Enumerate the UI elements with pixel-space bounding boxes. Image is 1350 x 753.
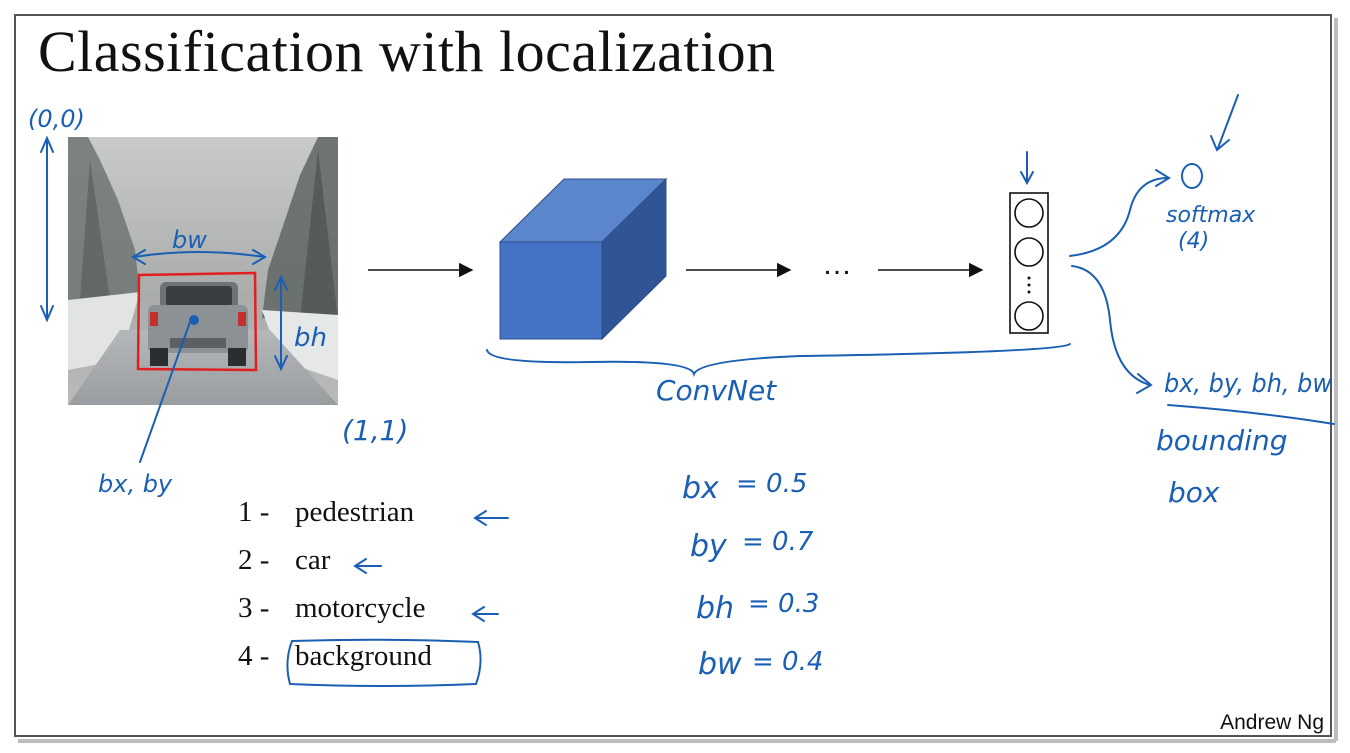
class-pointer-arrows [353,510,509,622]
softmax-count-label: (4) [1178,229,1209,254]
value-name-bh: bh [696,591,734,626]
class-number: 1 - [238,496,270,528]
class-item-background: 4 - background [238,640,538,680]
handwritten-network-annotations [286,94,1335,687]
class-label: car [295,544,331,576]
layers-ellipsis: … [822,248,853,281]
value-name-bw: bw [698,647,742,682]
softmax-label: softmax [1166,203,1256,228]
value-bw: = 0.4 [752,647,823,677]
center-point [189,315,199,325]
class-item-pedestrian: 1 - pedestrian [238,496,538,536]
value-by: = 0.7 [742,527,814,557]
bounding-label: bounding [1156,424,1287,457]
bounding-box-red [136,271,258,372]
value-bx: = 0.5 [736,469,807,499]
cube-front [499,241,603,340]
class-label: motorcycle [295,592,426,624]
value-name-bx: bx [682,471,719,506]
car [148,282,248,366]
neuron-2 [1014,237,1044,267]
class-number: 4 - [238,640,270,672]
frame-shadow-bottom [18,739,1336,743]
class-label: pedestrian [295,496,415,528]
class-number: 2 - [238,544,270,576]
value-name-by: by [690,529,728,564]
value-bh: = 0.3 [748,589,819,619]
car-photo [68,137,338,405]
convnet-label: ConvNet [656,374,777,407]
bw-label: bw [172,226,207,254]
author-credit: Andrew Ng [1220,711,1324,734]
class-item-motorcycle: 3 - motorcycle [238,592,538,632]
bbox-values: bx = 0.5 by = 0.7 bh = 0.3 bw = 0.4 [682,469,823,682]
bbox-outputs-label: bx, by, bh, bw [1164,369,1333,399]
frame-shadow-right [1334,18,1338,741]
class-number: 3 - [238,592,270,624]
slide-title: Classification with localization [38,19,776,84]
convnet-cube [498,177,668,341]
corner-label: (1,1) [342,414,408,447]
box-label: box [1168,476,1220,509]
bh-label: bh [294,323,327,353]
output-layer [1009,192,1049,334]
origin-label: (0,0) [28,105,85,133]
class-label: background [295,640,432,672]
neuron-n [1014,301,1044,331]
neuron-1 [1014,198,1044,228]
class-item-car: 2 - car [238,544,538,584]
handwritten-image-annotations [40,135,288,463]
bx-by-label: bx, by [98,470,173,498]
